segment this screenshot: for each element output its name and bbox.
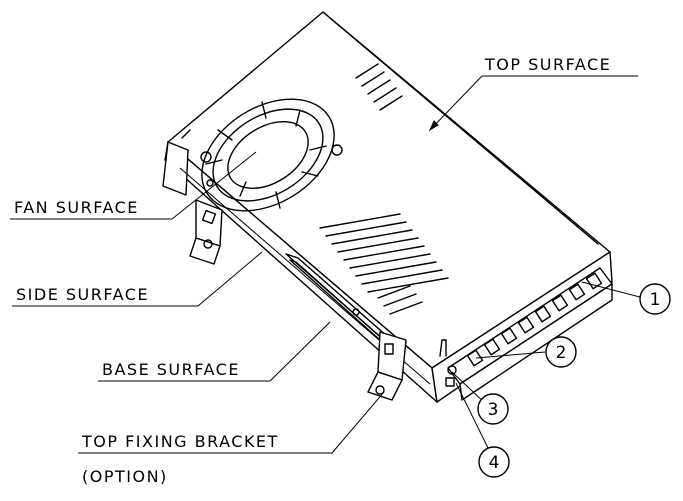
end-flange — [162, 141, 189, 196]
top-fixing-bracket-label: TOP FIXING BRACKET — [81, 432, 279, 451]
leader-lines — [10, 75, 641, 454]
top-vents-upper — [355, 63, 403, 111]
callout-number: 1 — [650, 290, 661, 310]
fan-grille — [200, 98, 343, 212]
top-surface-label: TOP SURFACE — [484, 55, 611, 74]
back-edge — [322, 11, 599, 245]
adjust-knob — [445, 377, 455, 387]
callout-number: 3 — [488, 400, 499, 420]
voltage-adjust — [439, 339, 447, 357]
callout-2: 2 — [545, 336, 577, 368]
terminal-block — [439, 267, 613, 401]
tick-edge — [181, 129, 191, 139]
fan-end-bracket — [189, 199, 223, 265]
top-fixing-bracket-shape — [367, 331, 407, 401]
led-indicator — [447, 365, 457, 375]
top-vents-lower — [319, 213, 449, 315]
fan-surface-label: FAN SURFACE — [14, 198, 139, 217]
callout-4: 4 — [478, 446, 510, 478]
base-surface-label: BASE SURFACE — [102, 360, 240, 379]
fan-screw-icon — [206, 179, 214, 187]
callout-3: 3 — [477, 393, 509, 425]
fan-screw-icon — [200, 151, 212, 163]
callout-1: 1 — [639, 283, 671, 315]
fan-screw-icon — [331, 144, 343, 156]
callout-number: 2 — [556, 343, 567, 363]
callout-number: 4 — [489, 453, 500, 473]
option-label: (OPTION) — [82, 467, 168, 486]
side-surface-label: SIDE SURFACE — [16, 285, 149, 304]
